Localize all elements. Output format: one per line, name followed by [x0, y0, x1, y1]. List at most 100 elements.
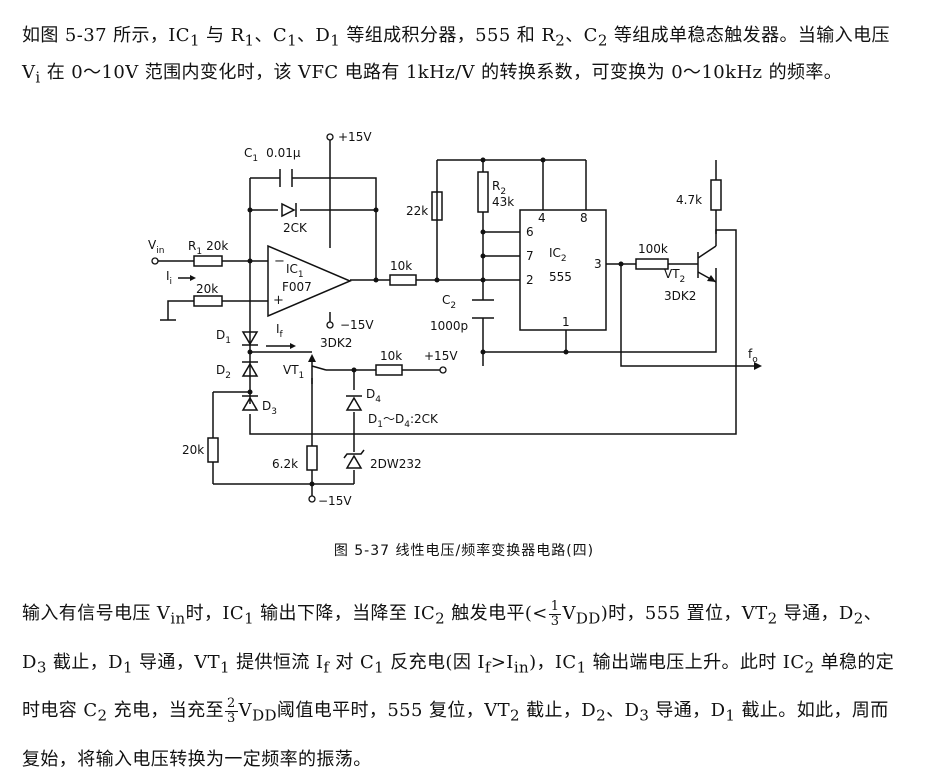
d1-label: D1: [216, 328, 231, 346]
text-run: 输出端电压上升。此时 IC: [586, 651, 805, 673]
subscript: 2: [561, 254, 567, 264]
ic1-label: IC1: [286, 262, 304, 280]
text-run: 导通，D: [777, 603, 854, 624]
pin-7-label: 7: [526, 249, 534, 263]
resistor-20k-left: [207, 437, 219, 463]
vt2-label: VT2: [664, 267, 685, 285]
d3-label: D3: [262, 399, 277, 417]
vplus-vt1-label: +15V: [424, 349, 458, 363]
c2-label: C2: [442, 293, 456, 311]
ic1-part-label: F007: [282, 280, 312, 294]
text-run: D: [366, 387, 375, 401]
fraction-numerator: 1: [548, 598, 562, 615]
resistor-r1: [193, 255, 223, 267]
r-10k-mid-label: 10k: [390, 259, 412, 273]
subscript: 1: [576, 658, 587, 677]
subscript: 1: [225, 336, 231, 346]
pin-1-label: 1: [562, 315, 570, 329]
subscript: o: [752, 355, 758, 365]
subscript: 1: [196, 247, 202, 257]
subscript: DD: [252, 706, 277, 725]
text-run: 截止，D: [519, 700, 597, 722]
text-run: C: [244, 146, 252, 160]
text-run: V: [562, 603, 576, 624]
diode-d3: [241, 395, 259, 411]
output-arrow: [754, 362, 762, 370]
vt2-part-label: 3DK2: [664, 289, 696, 303]
capacitor-c2: [472, 299, 494, 319]
vminus-ic1-label: −15V: [340, 318, 374, 332]
r-20k-left-label: 20k: [182, 443, 204, 457]
ic2-555-chip: [519, 209, 607, 331]
pin-4-label: 4: [538, 211, 546, 225]
c2-value-label: 1000p: [430, 319, 468, 333]
text-run: 如图 5-37 所示，IC: [22, 25, 190, 46]
subscript: DD: [575, 609, 601, 628]
text-run: 在 0～10V 范围内变化时，该 VFC 电路有 1kHz/V 的转换系数，可变…: [40, 61, 843, 83]
text-run: R: [188, 239, 196, 253]
text-run: f: [748, 347, 753, 361]
text-run: V: [238, 700, 253, 722]
circuit-diagram: − +: [148, 130, 762, 508]
subscript: 1: [725, 706, 736, 725]
subscript: 1: [330, 31, 341, 50]
text-run: IC: [286, 262, 298, 276]
text-run: VT: [283, 363, 299, 377]
r-4-7k-label: 4.7k: [676, 193, 702, 207]
wires: [158, 140, 760, 496]
r2-label: R2: [492, 179, 506, 197]
vminus-bottom-label: −15V: [318, 494, 352, 508]
text-run: 单稳的定时电容 C: [22, 651, 895, 722]
text-run: 导通，VT: [132, 651, 221, 673]
text-run: )，IC: [529, 651, 577, 673]
resistor-22k: [431, 191, 443, 221]
pin-2-label: 2: [526, 273, 534, 287]
fraction-denominator: 3: [226, 710, 236, 726]
subscript: 2: [450, 301, 456, 311]
text-run: 充电，当充至: [107, 700, 224, 722]
subscript: i: [170, 277, 173, 287]
r2-value-label: 43k: [492, 195, 514, 209]
subscript: 1: [220, 658, 230, 677]
resistor-100k: [635, 258, 669, 270]
text-run: 提供恒流 I: [230, 651, 324, 673]
diode-d1: [241, 331, 259, 346]
text-run: 时，IC: [185, 603, 245, 624]
intro-paragraph: 如图 5-37 所示，IC1 与 R1、C1、D1 等组成积分器，555 和 R…: [22, 20, 906, 93]
text-run: 、C: [565, 25, 598, 46]
diode-2ck-feedback: [281, 202, 297, 218]
pin-3-label: 3: [594, 257, 602, 271]
d4-label: D4: [366, 387, 381, 405]
subscript: 2: [596, 706, 607, 725]
fraction-denominator: 3: [550, 613, 560, 629]
subscript: 2: [555, 31, 566, 50]
vplus-top-label: +15V: [338, 130, 372, 144]
terminals: [151, 133, 447, 503]
resistor-4-7k: [710, 179, 722, 211]
r-20k-plus-label: 20k: [196, 282, 218, 296]
text-run: I: [276, 322, 280, 336]
opamp-ic1: [267, 244, 352, 318]
text-run: C: [442, 293, 450, 307]
text-run: 阈值电平时，555 复位，VT: [276, 700, 511, 722]
pin-6-label: 6: [526, 225, 534, 239]
text-run: D: [216, 328, 225, 342]
text-run: D: [262, 399, 271, 413]
transistor-vt2: [697, 245, 717, 283]
ic2-part-label: 555: [549, 270, 572, 284]
vt1-part-label: 3DK2: [320, 336, 352, 350]
subscript: 1: [298, 270, 304, 280]
d-2ck-label: 2CK: [283, 221, 308, 235]
subscript: 4: [375, 395, 381, 405]
vin-label: Vin: [148, 238, 164, 256]
resistor-6-2k: [306, 445, 318, 471]
text-run: 等组成积分器，555 和 R: [340, 25, 556, 46]
text-run: VT: [664, 267, 680, 281]
subscript: 2: [225, 371, 231, 381]
text-run: 对 C: [329, 651, 375, 673]
subscript: in: [170, 609, 186, 628]
subscript: 1: [189, 31, 200, 50]
